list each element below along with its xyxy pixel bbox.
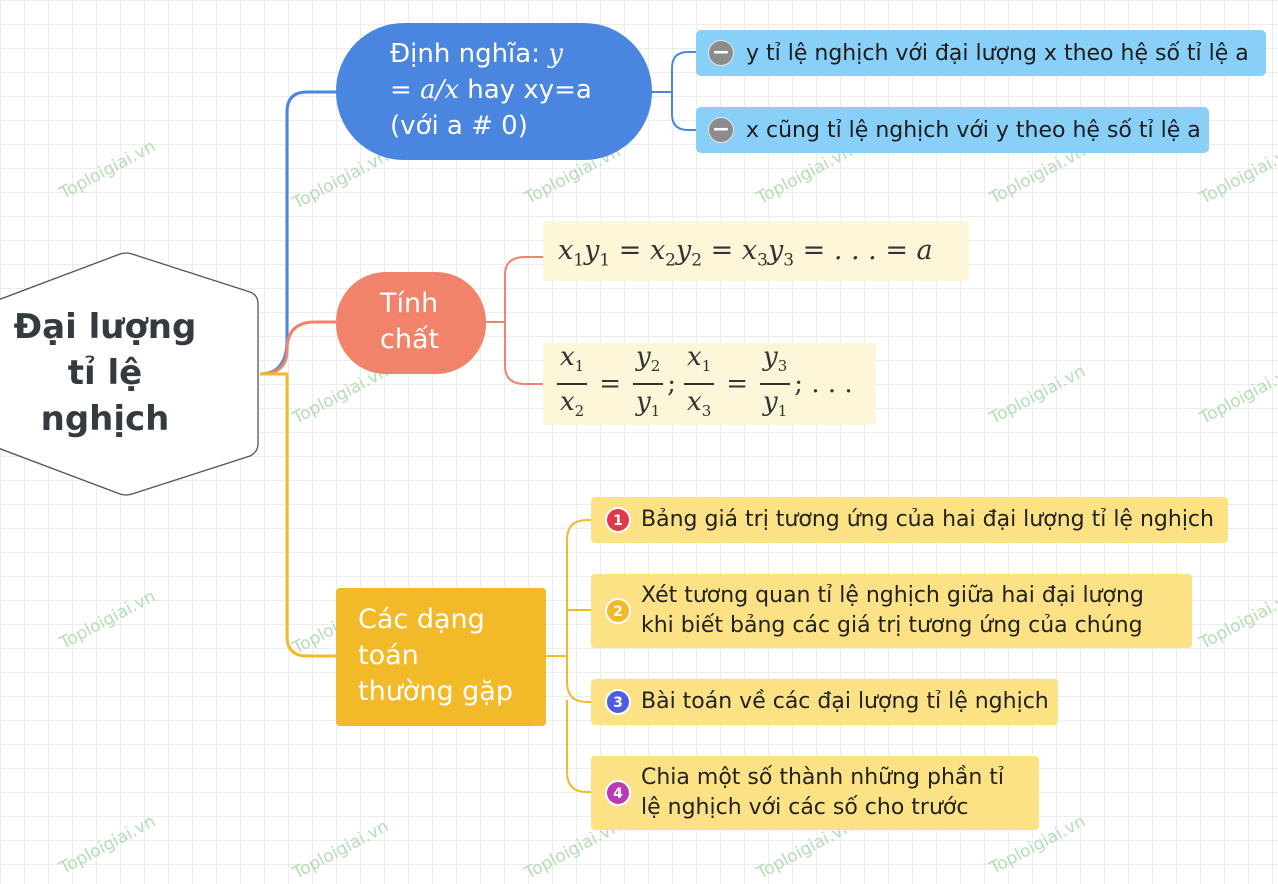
root-label: Đại lượng tỉ lệ nghịch xyxy=(13,307,197,439)
root-node[interactable]: Đại lượng tỉ lệ nghịch xyxy=(0,252,260,496)
definition-eq: = xyxy=(390,75,421,105)
property-node[interactable]: Tính chất xyxy=(336,272,486,374)
definition-node[interactable]: Định nghĩa: y = a/x hay xy=a (với a # 0) xyxy=(336,23,652,160)
types-item-text: Bài toán về các đại lượng tỉ lệ nghịch xyxy=(641,689,1049,714)
link-types-item-3 xyxy=(566,656,595,703)
collapse-icon[interactable]: − xyxy=(708,117,734,143)
types-item-2[interactable]: 2 Xét tương quan tỉ lệ nghịch giữa hai đ… xyxy=(591,574,1192,648)
link-types-item-1 xyxy=(545,519,595,657)
types-label-line3: thường gặp xyxy=(358,676,513,707)
definition-label-line2: = a/x hay xy=a xyxy=(390,72,632,108)
types-item-text: Bảng giá trị tương ứng của hai đại lượng… xyxy=(641,507,1214,532)
definition-item-text: x cũng tỉ lệ nghịch với y theo hệ số tỉ … xyxy=(746,117,1201,143)
property-formula-1: x1y1 = x2y2 = x3y3 = . . . = a xyxy=(543,221,969,281)
definition-item-2[interactable]: − x cũng tỉ lệ nghịch với y theo hệ số t… xyxy=(696,107,1209,153)
number-badge-2: 2 xyxy=(605,598,631,624)
definition-item-1[interactable]: − y tỉ lệ nghịch với đại lượng x theo hệ… xyxy=(696,30,1266,76)
link-prop-formula-2 xyxy=(504,322,545,385)
definition-label-line3: (với a # 0) xyxy=(390,111,528,141)
connector-lines xyxy=(259,51,700,793)
types-label-line1: Các dạng xyxy=(358,604,485,635)
types-node[interactable]: Các dạng toán thường gặp xyxy=(336,588,546,726)
types-item-3[interactable]: 3 Bài toán về các đại lượng tỉ lệ nghịch xyxy=(591,679,1058,725)
definition-ax: a/x xyxy=(420,75,459,105)
types-label-line2: toán xyxy=(358,640,419,671)
link-types xyxy=(260,372,340,658)
definition-rest: hay xy=a xyxy=(459,75,592,105)
definition-label-line1: Định nghĩa: y xyxy=(390,36,632,72)
link-property xyxy=(259,320,340,376)
definition-prefix: Định nghĩa: xyxy=(390,39,549,69)
property-label-line2: chất xyxy=(380,324,440,355)
link-def-item-1 xyxy=(650,51,700,93)
property-label-line1: Tính xyxy=(380,288,439,319)
types-item-4[interactable]: 4 Chia một số thành những phần tỉ lệ ngh… xyxy=(591,756,1039,830)
definition-y: y xyxy=(548,39,563,69)
link-types-item-4 xyxy=(566,700,595,793)
root-hexagon-shape xyxy=(0,252,259,496)
number-badge-3: 3 xyxy=(605,689,631,715)
number-badge-1: 1 xyxy=(605,507,631,533)
types-item-text: Xét tương quan tỉ lệ nghịch giữa hai đại… xyxy=(641,583,1144,638)
link-def-item-2 xyxy=(671,92,700,131)
number-badge-4: 4 xyxy=(605,780,631,806)
types-item-1[interactable]: 1 Bảng giá trị tương ứng của hai đại lượ… xyxy=(591,497,1228,543)
link-prop-formula-1 xyxy=(484,256,545,323)
link-definition xyxy=(259,90,340,376)
definition-item-text: y tỉ lệ nghịch với đại lượng x theo hệ s… xyxy=(746,40,1249,66)
types-item-text: Chia một số thành những phần tỉ lệ nghịc… xyxy=(641,765,1005,820)
collapse-icon[interactable]: − xyxy=(708,40,734,66)
